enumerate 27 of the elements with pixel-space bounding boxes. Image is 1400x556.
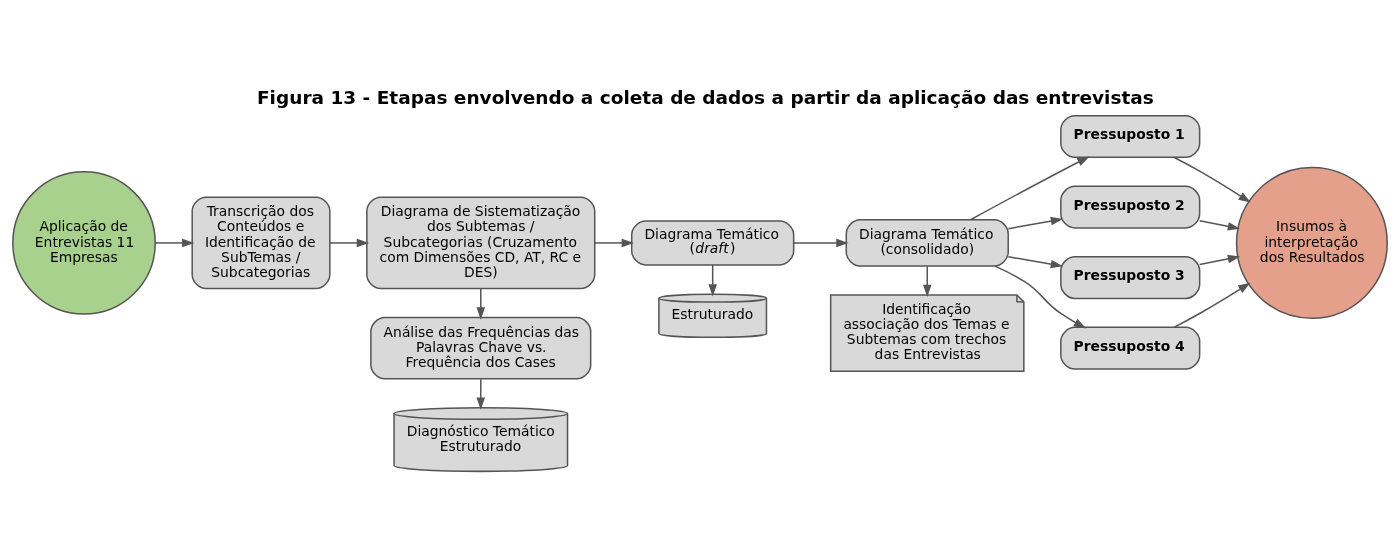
arrow bbox=[476, 287, 486, 320]
node-box: Pressuposto 4 bbox=[1060, 326, 1201, 370]
arrow bbox=[1007, 255, 1064, 268]
arrow bbox=[1173, 282, 1251, 328]
node-box: Pressuposto 2 bbox=[1060, 185, 1201, 229]
node-circle: Aplicação de Entrevistas 11 Empresas bbox=[12, 170, 156, 315]
arrow bbox=[1173, 156, 1251, 203]
arrow bbox=[793, 238, 849, 247]
node-box: Diagrama Temático (consolidado) bbox=[845, 218, 1009, 267]
arrow bbox=[994, 264, 1087, 328]
arrow bbox=[476, 377, 486, 410]
arrow bbox=[1198, 219, 1241, 231]
node-box: Transcrição dos Conteúdos e Identificação de SubTemas / Subcategorias bbox=[191, 196, 331, 289]
diagram-title: Figura 13 - Etapas envolvendo a coleta de dados a partir da aplicação das entrevistas bbox=[257, 86, 1154, 108]
node-box: Pressuposto 3 bbox=[1060, 255, 1201, 299]
arrow bbox=[1198, 254, 1241, 265]
arrow bbox=[922, 265, 932, 297]
arrow bbox=[1007, 216, 1064, 229]
arrow bbox=[329, 238, 370, 247]
arrow bbox=[969, 155, 1090, 220]
node-box: Diagrama de Sistematização dos Subtemas / Subcategorias (Cruzamento com Dimensões CD, AT, RC e DES) bbox=[366, 196, 596, 289]
arrow bbox=[708, 263, 717, 296]
node-box: Pressuposto 1 bbox=[1060, 114, 1201, 158]
node-box: Análise das Frequências das Palavras Chave vs. Frequência dos Cases bbox=[370, 316, 592, 380]
arrow bbox=[154, 238, 195, 247]
arrow bbox=[593, 238, 634, 247]
node-box: Diagrama Temático (draft) bbox=[630, 219, 795, 266]
